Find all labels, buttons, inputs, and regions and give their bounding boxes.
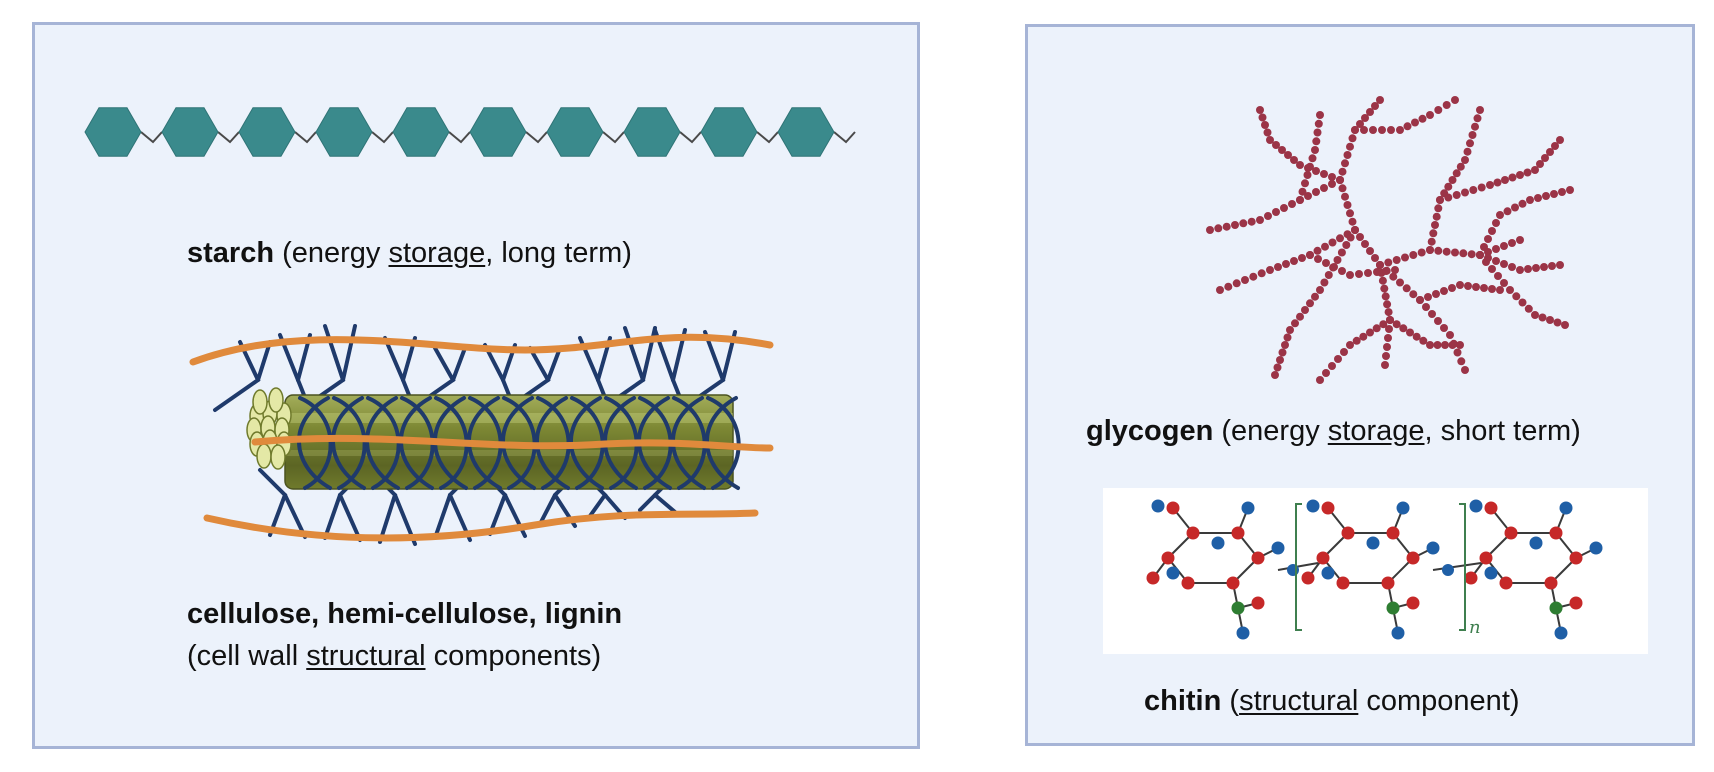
starch-glucose-hexagon (700, 107, 758, 157)
cellulose-caption: cellulose, hemi-cellulose, lignin (cell … (187, 598, 623, 672)
starch-underlined-word: storage (388, 237, 486, 269)
starch-glucose-hexagon (392, 107, 450, 157)
chitin-caption: chitin (structural component) (1144, 685, 1520, 717)
starch-glucose-hexagon (469, 107, 527, 157)
starch-glucose-hexagon (777, 107, 835, 157)
chitin-underlined-word: structural (1239, 685, 1359, 717)
cellulose-fibril-ends (246, 387, 292, 470)
cellulose-underlined-word: structural (306, 640, 426, 672)
starch-chain-illustration (84, 107, 856, 157)
repeat-unit-brackets (1295, 503, 1466, 631)
starch-glucose-hexagon (238, 107, 296, 157)
hemicellulose-strand-top (189, 333, 774, 366)
cellulose-name: cellulose, hemi-cellulose, lignin (187, 598, 623, 630)
starch-name: starch (187, 237, 275, 269)
hemicellulose-strand-middle (251, 434, 774, 452)
starch-caption: starch (energy storage, long term) (187, 237, 632, 269)
starch-glucose-hexagon (84, 107, 142, 157)
hemicellulose-strand-bottom (203, 509, 759, 542)
glycogen-name: glycogen (1086, 415, 1214, 447)
glycogen-branched-illustration (1206, 96, 1574, 384)
glycogen-caption: glycogen (energy storage, short term) (1086, 415, 1581, 447)
chitin-molecule-illustration: n (1103, 488, 1648, 654)
glycogen-underlined-word: storage (1327, 415, 1425, 447)
starch-glucose-hexagon (315, 107, 373, 157)
cellulose-fiber-illustration (189, 324, 774, 546)
chitin-name: chitin (1144, 685, 1222, 717)
starch-glucose-hexagon (546, 107, 604, 157)
starch-glucose-hexagon (623, 107, 681, 157)
starch-glucose-hexagon (161, 107, 219, 157)
repeat-count-label: n (1469, 617, 1481, 638)
